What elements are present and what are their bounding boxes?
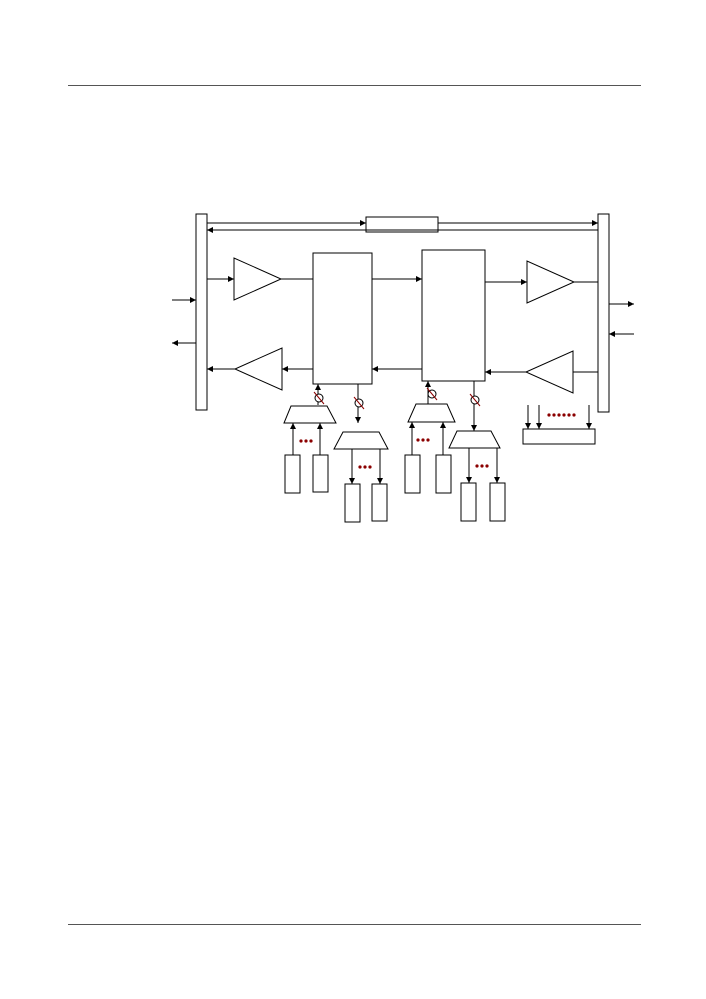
top-link-block [365, 216, 439, 233]
amplifier-left-bottom [233, 347, 283, 391]
mux-c-dots-3 [426, 438, 430, 442]
mux-d-dots-2 [480, 464, 484, 468]
source-block-a2 [312, 454, 329, 493]
control-dots-3 [557, 413, 561, 417]
amplifier-right-bottom [524, 350, 574, 394]
source-block-c1 [404, 454, 421, 494]
control-block [522, 428, 596, 445]
amplifier-right-top [526, 260, 576, 304]
right-bus-bar [597, 213, 610, 413]
mux-a [283, 405, 337, 424]
mux-c-dots-1 [416, 438, 420, 442]
control-dots-6 [572, 413, 576, 417]
switch-a-slash [313, 391, 325, 405]
control-dots-2 [552, 413, 556, 417]
control-dots-1 [547, 413, 551, 417]
mux-c-dots-2 [421, 438, 425, 442]
switch-d-slash [469, 393, 481, 407]
sink-block-d2 [489, 482, 506, 522]
sink-block-d1 [460, 482, 477, 522]
mux-b-dots-2 [363, 465, 367, 469]
mux-b [333, 431, 389, 450]
mux-b-dots-1 [358, 465, 362, 469]
left-bus-bar [195, 213, 208, 411]
mux-a-dots-1 [299, 439, 303, 443]
sink-block-b2 [371, 483, 388, 522]
mux-a-dots-2 [304, 439, 308, 443]
switch-b-slash [353, 396, 365, 410]
processing-block-left [312, 252, 373, 385]
processing-block-right [421, 249, 486, 382]
sink-block-b1 [344, 483, 361, 523]
source-block-a1 [284, 454, 301, 494]
control-dots-5 [567, 413, 571, 417]
amplifier-left-top [233, 257, 283, 301]
mux-a-dots-3 [309, 439, 313, 443]
mux-d-dots-3 [485, 464, 489, 468]
mux-b-dots-3 [368, 465, 372, 469]
mux-c [407, 403, 456, 423]
mux-d [448, 430, 501, 449]
footer-rule [68, 924, 641, 925]
source-block-c2 [435, 454, 452, 494]
switch-c-slash [426, 387, 438, 401]
header-rule [68, 85, 641, 86]
ellipsis-dots [299, 413, 576, 469]
control-dots-4 [562, 413, 566, 417]
mux-d-dots-1 [475, 464, 479, 468]
